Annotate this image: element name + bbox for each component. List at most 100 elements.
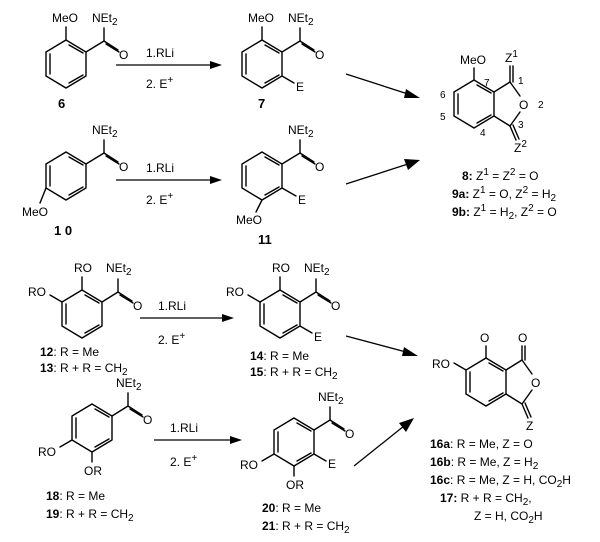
captions-8-9: 8: Z1 = Z2 = O 9a: Z1 = O, Z2 = H2 9b: Z… [452, 167, 557, 222]
c11-amide: NEt2 [288, 123, 314, 140]
reagent-e-2: 2. E+ [146, 191, 173, 207]
reagent-e-3: 2. E+ [158, 331, 185, 347]
compound-6: MeO NEt2 O 6 [45, 11, 128, 111]
compound-8-9: MeO Z1 O Z2 7 1 2 3 4 5 6 [440, 49, 544, 155]
reagent-rli-4: 1.RLi [170, 421, 198, 435]
c10-oxygen: O [119, 160, 128, 174]
caption-19: 19: R + R = CH2 [46, 507, 134, 524]
c14-ro-top: RO [272, 261, 290, 275]
c18-oxygen: O [143, 413, 152, 427]
caption-12: 12: R = Me [40, 345, 99, 359]
c8-atom-6: 6 [440, 90, 446, 101]
c10-meo: MeO [22, 205, 48, 219]
arrow-11-to-8 [345, 159, 420, 185]
caption-13: 13: R + R = CH2 [40, 361, 128, 378]
c7-meo: MeO [248, 11, 274, 25]
caption-9a: 9a: Z1 = O, Z2 = H2 [452, 185, 557, 204]
c12-ro-top: RO [74, 261, 92, 275]
c20-amide: NEt2 [318, 390, 344, 407]
c16-z: Z [526, 419, 533, 433]
c7-substituent: E [296, 80, 304, 94]
c11-oxygen: O [315, 160, 324, 174]
captions-18-19: 18: R = Me 19: R + R = CH2 [46, 489, 134, 524]
c8-atom-3: 3 [518, 120, 524, 131]
c8-z2: Z2 [514, 139, 527, 155]
caption-14: 14: R = Me [250, 349, 309, 363]
compound-11: NEt2 O E MeO 11 [236, 123, 324, 247]
c8-atom-7: 7 [484, 78, 490, 89]
c14-ro-left: RO [226, 285, 244, 299]
c11-number: 11 [258, 232, 272, 247]
caption-16a: 16a: R = Me, Z = O [430, 437, 533, 451]
c14-substituent: E [314, 330, 322, 344]
c6-oxygen: O [119, 48, 128, 62]
c7-amide: NEt2 [288, 11, 314, 28]
caption-9b: 9b: Z1 = H2, Z2 = O [452, 203, 557, 222]
compound-18-19: NEt2 O RO OR [38, 376, 152, 478]
caption-17b: Z = H, CO2H [474, 509, 543, 526]
caption-15: 15: R + R = CH2 [250, 365, 338, 382]
arrow-6-to-7: 1.RLi 2. E+ [116, 46, 222, 91]
caption-21: 21: R + R = CH2 [262, 519, 350, 536]
arrow-20-to-16 [353, 418, 414, 467]
arrow-7-to-8 [345, 73, 420, 98]
caption-20: 20: R = Me [262, 501, 321, 515]
reagent-rli-1: 1.RLi [146, 46, 174, 60]
arrow-12-to-14: 1.RLi 2. E+ [140, 299, 234, 347]
c8-atom-1: 1 [518, 76, 524, 87]
c14-amide: NEt2 [304, 261, 330, 278]
c7-number: 7 [258, 96, 265, 111]
c6-number: 6 [58, 96, 65, 111]
reagent-rli-2: 1.RLi [146, 161, 174, 175]
c18-amide: NEt2 [116, 376, 142, 393]
caption-17: 17: R + R = CH2, [440, 491, 532, 508]
arrow-14-to-16 [345, 335, 418, 356]
c16-ro-left: RO [432, 357, 450, 371]
c12-amide: NEt2 [106, 261, 132, 278]
c20-or-bottom: OR [286, 478, 304, 492]
captions-14-15: 14: R = Me 15: R + R = CH2 [250, 349, 338, 382]
c8-atom-5: 5 [440, 112, 446, 123]
c12-ro-left: RO [28, 285, 46, 299]
c10-number: 1 0 [54, 223, 72, 238]
compound-16-17: O RO O O Z [432, 331, 540, 433]
arrow-10-to-11: 1.RLi 2. E+ [116, 161, 222, 207]
compound-10: NEt2 O MeO 1 0 [22, 123, 128, 238]
c8-atom-4: 4 [480, 128, 486, 139]
c8-ring-o: O [519, 98, 528, 112]
c11-meo: MeO [236, 213, 262, 227]
reagent-rli-3: 1.RLi [158, 299, 186, 313]
c6-amide: NEt2 [92, 11, 118, 28]
compound-12-13: RO NEt2 RO O [28, 261, 142, 339]
c6-meo: MeO [52, 11, 78, 25]
c10-amide: NEt2 [92, 123, 118, 140]
c8-z1: Z1 [505, 49, 518, 65]
captions-20-21: 20: R = Me 21: R + R = CH2 [262, 501, 350, 536]
caption-16c: 16c: R = Me, Z = H, CO2H [430, 473, 571, 490]
c20-oxygen: O [345, 427, 354, 441]
c16-carbonyl-o: O [518, 331, 527, 345]
c14-oxygen: O [331, 299, 340, 313]
captions-16-17: 16a: R = Me, Z = O 16b: R = Me, Z = H2 1… [430, 437, 571, 526]
c11-substituent: E [298, 193, 306, 207]
c18-or-bottom: OR [84, 464, 102, 478]
reagent-e-1: 2. E+ [146, 75, 173, 91]
c12-oxygen: O [133, 299, 142, 313]
caption-16b: 16b: R = Me, Z = H2 [430, 455, 539, 472]
c18-ro-left: RO [38, 445, 56, 459]
captions-12-13: 12: R = Me 13: R + R = CH2 [40, 345, 128, 378]
c7-oxygen: O [315, 48, 324, 62]
c20-ro-left: RO [240, 458, 258, 472]
compound-14-15: RO NEt2 RO O E [226, 261, 340, 344]
c8-meo: MeO [460, 53, 486, 67]
compound-20-21: NEt2 O E RO OR [240, 390, 354, 492]
c16-ring-o: O [531, 376, 540, 390]
c16-o-top: O [480, 331, 489, 345]
c8-atom-2: 2 [538, 100, 544, 111]
compound-7: MeO NEt2 O E 7 [241, 11, 324, 111]
caption-18: 18: R = Me [46, 489, 105, 503]
reagent-e-4: 2. E+ [170, 453, 197, 469]
caption-8: 8: Z1 = Z2 = O [462, 167, 539, 183]
c20-substituent: E [328, 457, 336, 471]
